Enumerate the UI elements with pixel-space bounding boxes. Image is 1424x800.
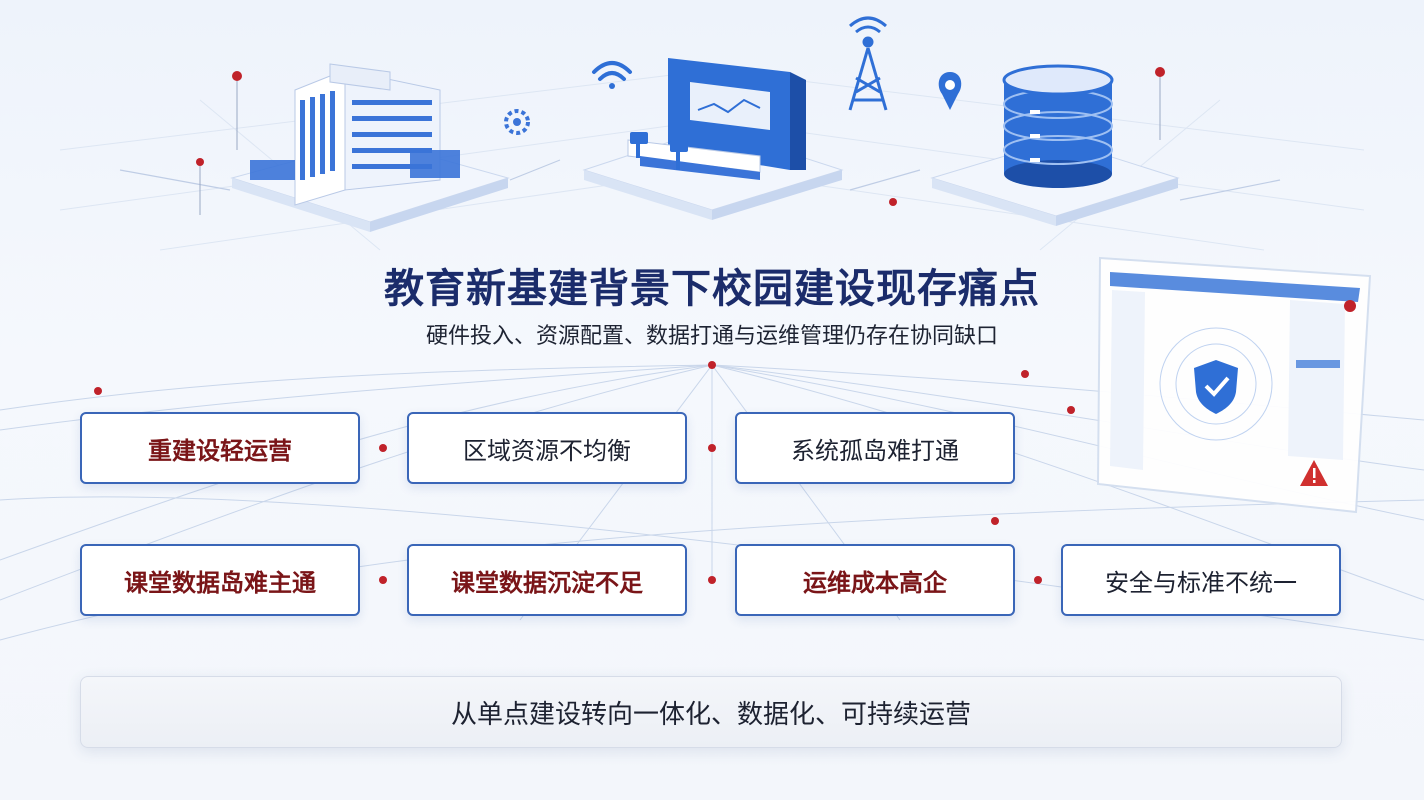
connector-dot (379, 444, 387, 452)
control-room-icon (582, 58, 844, 220)
conclusion-banner: 从单点建设转向一体化、数据化、可持续运营 (80, 676, 1342, 748)
page-subtitle: 硬件投入、资源配置、数据打通与运维管理仍存在协同缺口 (425, 324, 998, 349)
school-building-icon (230, 63, 510, 232)
pain-card-classroom-data-insufficient: 课堂数据沉淀不足 (407, 544, 687, 616)
connector-dot (94, 387, 102, 395)
connector-dot (708, 444, 716, 452)
location-pin-icon (938, 72, 962, 110)
pin-markers (196, 67, 1165, 215)
pain-card-high-ops-cost: 运维成本高企 (735, 544, 1015, 616)
page-title: 教育新基建背景下校园建设现存痛点 (384, 266, 1040, 312)
hub-dot (708, 361, 716, 369)
security-dashboard-icon (1096, 256, 1372, 514)
pain-card-heavy-build-light-ops: 重建设轻运营 (80, 412, 360, 484)
warning-icon (1300, 460, 1328, 486)
shield-check-icon (1194, 360, 1238, 414)
connector-dot (1021, 370, 1029, 378)
pain-card-security-standards: 安全与标准不统一 (1061, 544, 1341, 616)
pain-card-system-silos: 系统孤岛难打通 (735, 412, 1015, 484)
pain-card-regional-imbalance: 区域资源不均衡 (407, 412, 687, 484)
connector-dot (1034, 576, 1042, 584)
connector-dot (1067, 406, 1075, 414)
gear-icon (504, 109, 530, 135)
connector-dot (708, 576, 716, 584)
wifi-icon (592, 61, 632, 89)
connector-dot (991, 517, 999, 525)
signal-tower-icon (848, 16, 888, 111)
database-server-icon (930, 64, 1180, 226)
pain-card-classroom-data-islands: 课堂数据岛难主通 (80, 544, 360, 616)
connector-dot (379, 576, 387, 584)
